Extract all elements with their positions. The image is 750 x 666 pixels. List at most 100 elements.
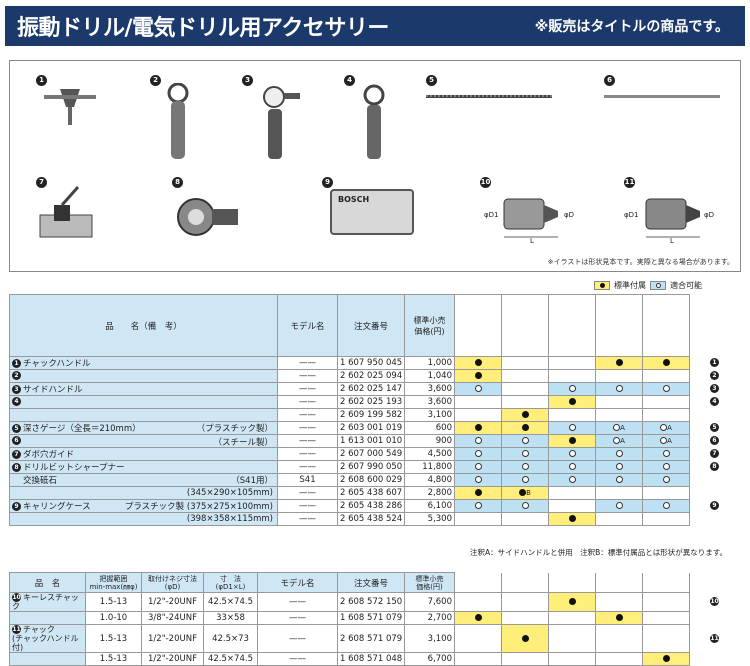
price-cell: 3,600 xyxy=(404,395,455,409)
price-cell: 4,500 xyxy=(404,447,455,461)
model-col xyxy=(642,572,690,593)
model-col xyxy=(548,294,596,357)
compat-cell xyxy=(642,624,690,653)
model-cell: —— xyxy=(277,447,338,461)
standard-mark xyxy=(474,614,482,621)
standard-mark xyxy=(521,634,529,642)
standard-mark xyxy=(474,489,482,496)
item-number: 1 xyxy=(710,358,719,367)
dim-label-d: φD xyxy=(704,211,715,219)
model-col xyxy=(454,294,502,357)
compatible-mark xyxy=(660,424,668,431)
compat-cell xyxy=(642,460,690,474)
item-name: サイドハンドル xyxy=(23,385,83,395)
row-ref-cell: 11 xyxy=(690,625,742,653)
model-col xyxy=(454,572,502,593)
illustration-panel: 1 2 3 4 5 6 7 8 9 BOSCH 10 φD1 φD L xyxy=(9,60,741,272)
compat-cell xyxy=(548,512,596,526)
chuck-key-illustration xyxy=(44,89,96,125)
model-cell: —— xyxy=(277,421,338,435)
order-number-cell: 1 613 001 010 xyxy=(337,434,405,448)
item-number: 6 xyxy=(12,436,21,445)
item-number: 7 xyxy=(36,177,47,188)
compat-cell xyxy=(595,624,643,653)
range-cell: 1.0-10 xyxy=(85,611,142,625)
compat-cell xyxy=(454,592,502,612)
price-cell: 7,600 xyxy=(404,592,455,612)
item-number: 1 xyxy=(12,359,21,368)
compat-cell: A xyxy=(595,421,643,435)
order-number-cell: 2 607 990 050 xyxy=(337,460,405,474)
compatible-mark xyxy=(615,385,623,392)
item-number: 4 xyxy=(344,75,355,86)
price-cell: 4,800 xyxy=(404,473,455,487)
model-cell: S41 xyxy=(277,473,338,487)
model-col xyxy=(501,572,549,593)
item-cell: 4 xyxy=(9,395,278,409)
item-number: 2 xyxy=(150,75,161,86)
item-number: 11 xyxy=(710,633,719,643)
order-number-cell: 2 602 025 094 xyxy=(337,369,405,383)
order-number-cell: 2 605 438 607 xyxy=(337,486,405,500)
order-number-cell: 1 608 571 079 xyxy=(337,611,405,625)
thread-cell: 1/2"-20UNF xyxy=(141,624,204,653)
item-number: 8 xyxy=(12,463,21,472)
compat-cell xyxy=(642,356,690,370)
dim-label-l: L xyxy=(530,237,534,245)
compat-cell xyxy=(642,447,690,461)
compat-cell xyxy=(454,434,502,448)
price-cell: 1,040 xyxy=(404,369,455,383)
note-ref: A xyxy=(620,437,625,445)
compat-cell xyxy=(454,408,502,422)
model-cell: —— xyxy=(257,652,338,666)
compat-cell xyxy=(501,434,549,448)
row-ref-cell: 4 xyxy=(690,396,742,409)
price-cell: 3,100 xyxy=(404,408,455,422)
compatible-mark xyxy=(568,385,576,392)
model-cell: —— xyxy=(277,486,338,500)
compatible-mark xyxy=(521,502,529,509)
standard-mark xyxy=(615,359,623,366)
table-footnote: 注釈A：サイドハンドルと併用 注釈B：標準付属品とは形状が異なります。 xyxy=(470,548,728,557)
thread-cell: 1/2"-20UNF xyxy=(141,592,204,612)
row-ref-cell xyxy=(690,612,742,625)
compatible-mark xyxy=(662,463,670,470)
note-ref: A xyxy=(667,437,672,445)
compatible-mark xyxy=(568,476,576,483)
price-cell: 6,700 xyxy=(404,652,455,666)
item-number: 3 xyxy=(242,75,253,86)
col-header-order: 注文番号 xyxy=(337,294,405,357)
compat-cell xyxy=(548,447,596,461)
col-header-range: 把握範囲 min-max(㎜φ) xyxy=(85,572,142,593)
compat-cell xyxy=(595,499,643,513)
item-number: 11 xyxy=(12,625,21,634)
model-cell: —— xyxy=(257,624,338,653)
compat-cell xyxy=(642,512,690,526)
dimension-cell: 42.5×73 xyxy=(203,624,258,653)
order-number-cell: 1 608 571 048 xyxy=(337,652,405,666)
compat-cell xyxy=(454,395,502,409)
price-cell: 3,100 xyxy=(404,624,455,653)
row-ref-cell: 5 xyxy=(690,422,742,435)
order-number-cell: 2 605 438 286 xyxy=(337,499,405,513)
item-cell xyxy=(9,408,278,422)
item-note: （スチール製） xyxy=(213,438,273,448)
compat-cell xyxy=(501,447,549,461)
spacer-col xyxy=(689,294,742,357)
price-cell: 900 xyxy=(404,434,455,448)
model-col xyxy=(595,294,643,357)
compat-cell xyxy=(501,421,549,435)
standard-mark xyxy=(568,437,576,444)
row-ref-cell xyxy=(690,409,742,422)
compat-cell xyxy=(501,395,549,409)
compat-cell xyxy=(454,369,502,383)
compat-cell xyxy=(454,611,502,625)
compat-cell xyxy=(548,592,596,612)
keyless-chuck-illustration xyxy=(503,198,558,238)
page-header: 振動ドリル/電気ドリル用アクセサリー ※販売はタイトルの商品です。 xyxy=(5,6,745,46)
